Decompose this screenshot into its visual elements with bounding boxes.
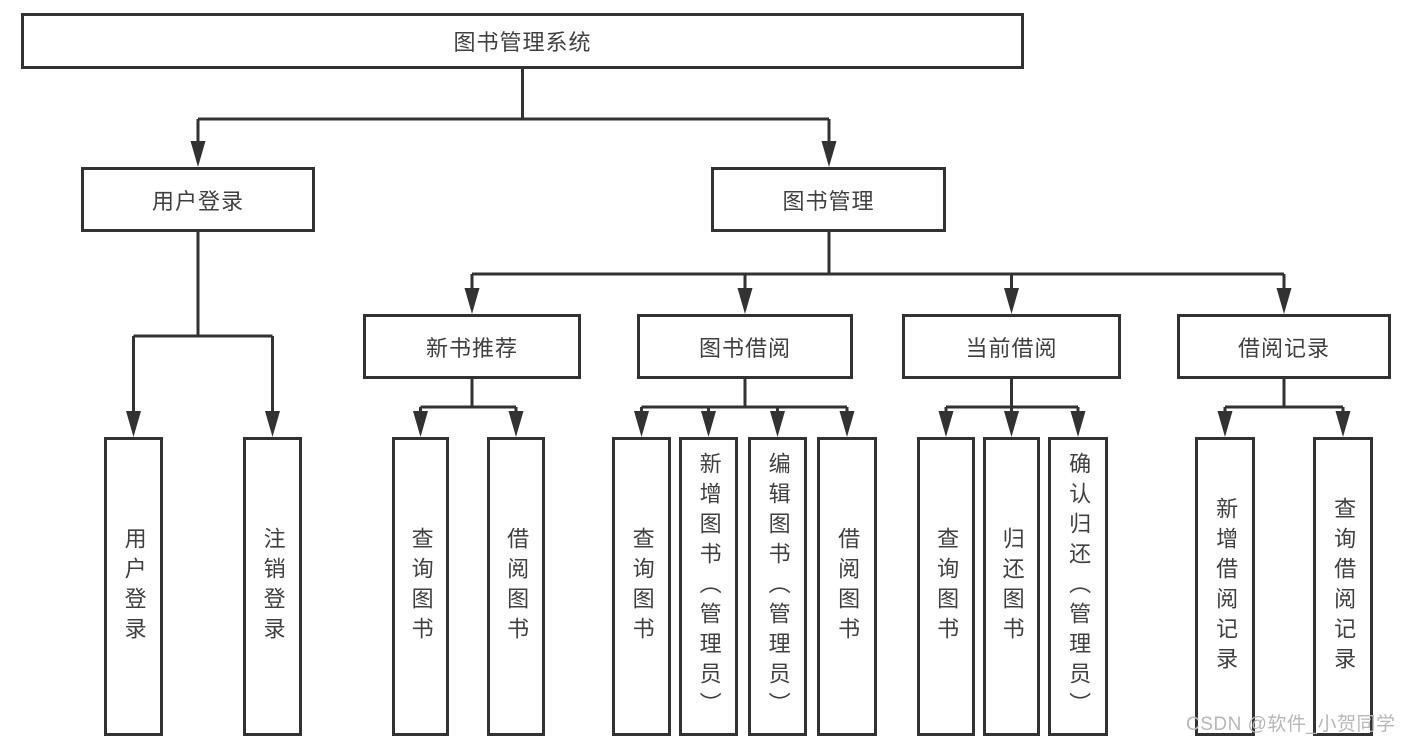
node-current-borrow: 当前借阅	[902, 314, 1121, 379]
arrowhead	[1004, 411, 1019, 437]
leaf-confirm-return-admin: 确认归还（管理员）	[1048, 437, 1108, 736]
arrowhead	[190, 141, 206, 167]
node-book-borrow: 图书借阅	[637, 314, 853, 379]
node-book-management-module: 图书管理	[711, 167, 946, 232]
arrowhead	[508, 411, 524, 437]
leaf-query-books-current: 查询图书	[917, 437, 975, 736]
leaf-user-login: 用户登录	[104, 437, 163, 736]
leaf-add-borrow-record: 新增借阅记录	[1195, 437, 1255, 736]
arrowhead	[1217, 411, 1233, 437]
connector-borrow-record-branch	[1223, 379, 1345, 413]
leaf-logout: 注销登录	[243, 437, 302, 736]
csdn-watermark: CSDN @软件_小贺同学	[1186, 714, 1396, 735]
connector-book-management-branch	[470, 232, 1286, 290]
arrowhead	[701, 411, 716, 437]
arrowhead	[634, 411, 649, 437]
leaf-add-book-admin: 新增图书（管理员）	[679, 437, 738, 736]
arrowhead	[938, 411, 954, 437]
leaf-borrow-books: 借阅图书	[817, 437, 877, 736]
leaf-query-borrow-record: 查询借阅记录	[1313, 437, 1373, 736]
connector-book-borrow-branch	[640, 379, 849, 413]
node-borrow-record: 借阅记录	[1177, 314, 1391, 379]
arrowhead	[1276, 288, 1292, 314]
arrowhead	[821, 141, 837, 167]
arrowhead	[1335, 411, 1351, 437]
connector-user-login-branch	[132, 232, 274, 413]
arrowhead	[770, 411, 785, 437]
leaf-borrow-books-recommend: 借阅图书	[487, 437, 545, 736]
arrowhead	[126, 411, 141, 437]
arrowhead	[464, 288, 480, 314]
arrowhead	[413, 411, 428, 437]
arrowhead	[839, 411, 855, 437]
node-root-system: 图书管理系统	[21, 13, 1024, 69]
connector-new-book-branch	[419, 379, 518, 413]
arrowhead	[1004, 288, 1019, 314]
node-new-book-recommend: 新书推荐	[363, 314, 581, 379]
leaf-return-book: 归还图书	[983, 437, 1040, 736]
leaf-query-books-borrow: 查询图书	[612, 437, 671, 736]
connector-root-to-level2	[196, 69, 831, 143]
node-user-login-module: 用户登录	[81, 167, 315, 232]
arrowhead	[265, 411, 280, 437]
leaf-edit-book-admin: 编辑图书（管理员）	[748, 437, 807, 736]
arrowhead	[1070, 411, 1086, 437]
arrowhead	[737, 288, 753, 314]
connector-current-borrow-branch	[944, 379, 1080, 413]
leaf-query-books-recommend: 查询图书	[392, 437, 449, 736]
